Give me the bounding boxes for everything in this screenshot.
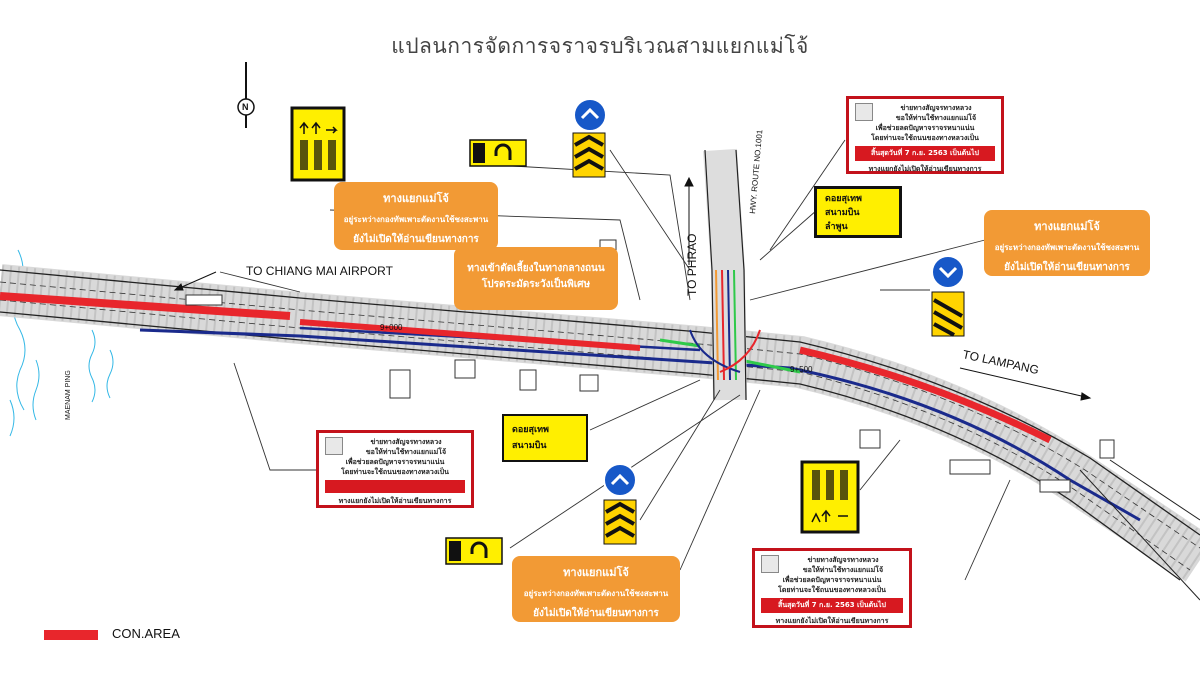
north-arrow: [237, 62, 255, 128]
page-title: แปลนการจัดการจราจรบริเวณสามแยกแม่โจ้: [391, 34, 809, 58]
sign-text: สนามบิน: [825, 208, 860, 218]
notice-text: เพื่อช่วยลดปัญหาจราจรหนาแน่น: [782, 576, 882, 584]
con-area-east: [799, 346, 1052, 444]
con-area-west: [0, 292, 291, 320]
notice-box-1: ข่ายทางสัญจรทางหลวง ขอให้ท่านใช้ทางแยกแม…: [846, 96, 1004, 174]
notice-text: ขอให้ท่านใช้ทางแยกแม่โจ้: [802, 566, 884, 574]
legend-swatch: [44, 630, 98, 640]
info-box-text: อยู่ระหว่างกองทัพเพาะตัดงานใช้ชงสะพาน: [523, 589, 669, 598]
label-phrao: TO PHRAO: [685, 234, 699, 296]
sign-text: ลำพูน: [825, 222, 848, 232]
notice-text: ขอให้ท่านใช้ทางแยกแม่โจ้: [365, 448, 447, 456]
notice-logo-icon: [325, 437, 343, 455]
notice-text: โดยท่านจะใช้ถนนของทางหลวงเป็น: [778, 586, 886, 594]
info-box-text: ยังไม่เปิดให้อ่านเขียนทางการ: [1004, 262, 1130, 273]
notice-footer: ทางแยกยังไม่เปิดให้อ่านเขียนทางการ: [868, 165, 982, 173]
label-lampang: TO LAMPANG: [961, 347, 1040, 377]
info-box-text: อยู่ระหว่างกองทัพเพาะตัดงานใช้ชงสะพาน: [343, 215, 489, 224]
direction-sign-vertical-1: [290, 106, 346, 182]
info-box-text: โปรดระมัดระวังเป็นพิเศษ: [481, 279, 591, 290]
info-box-heading: ทางแยกแม่โจ้: [563, 566, 629, 579]
phrao-road: [689, 148, 761, 401]
info-box-text: ยังไม่เปิดให้อ่านเขียนทางการ: [353, 234, 479, 245]
label-route: HWY. ROUTE NO.1001: [748, 129, 764, 214]
info-box-text: อยู่ระหว่างกองทัพเพาะตัดงานใช้ชงสะพาน: [994, 243, 1140, 252]
notice-footer: ทางแยกยังไม่เปิดให้อ่านเขียนทางการ: [338, 497, 452, 505]
info-box-4: ทางเข้าตัดเลี้ยงในทางกลางถนน โปรดระมัดระ…: [454, 247, 618, 310]
leader-lines: [219, 139, 1011, 581]
info-box-3: ทางแยกแม่โจ้ อยู่ระหว่างกองทัพเพาะตัดงาน…: [512, 556, 680, 622]
blue-lane-line: [139, 328, 1141, 522]
con-area-mid: [299, 319, 641, 351]
label-station-1: 9+000: [380, 323, 403, 332]
u-turn-sign-1: [469, 139, 527, 167]
keep-right-sign-3: [603, 463, 637, 545]
info-box-text: ยังไม่เปิดให้อ่านเขียนทางการ: [533, 608, 659, 619]
sign-text: สนามบิน: [512, 441, 547, 451]
main-road: [0, 264, 1200, 601]
notice-band: [325, 480, 465, 493]
direction-sign-2: ดอยสุเทพ สนามบิน: [502, 414, 588, 462]
notice-band: สิ้นสุดวันที่ 7 ก.ย. 2563 เป็นต้นไป: [855, 146, 995, 161]
notice-text: ขอให้ท่านใช้ทางแยกแม่โจ้: [895, 114, 977, 122]
notice-text: เพื่อช่วยลดปัญหาจราจรหนาแน่น: [345, 458, 445, 466]
notice-box-2: ข่ายทางสัญจรทางหลวง ขอให้ท่านใช้ทางแยกแม…: [316, 430, 474, 508]
sign-text: ดอยสุเทพ: [512, 425, 549, 435]
legend-label: CON.AREA: [112, 626, 180, 641]
keep-right-sign-2: [931, 255, 965, 337]
label-airport: TO CHIANG MAI AIRPORT: [246, 264, 394, 278]
info-box-heading: ทางแยกแม่โจ้: [383, 192, 449, 205]
direction-sign-1: ดอยสุเทพ สนามบิน ลำพูน: [814, 186, 902, 238]
notice-logo-icon: [761, 555, 779, 573]
info-box-1: ทางแยกแม่โจ้ อยู่ระหว่างกองทัพเพาะตัดงาน…: [334, 182, 498, 250]
notice-text: ข่ายทางสัญจรทางหลวง: [807, 556, 879, 564]
notice-text: โดยท่านจะใช้ถนนของทางหลวงเป็น: [871, 134, 979, 142]
notice-text: โดยท่านจะใช้ถนนของทางหลวงเป็น: [341, 468, 449, 476]
notice-box-3: ข่ายทางสัญจรทางหลวง ขอให้ท่านใช้ทางแยกแม…: [752, 548, 912, 628]
direction-sign-vertical-2: [800, 460, 860, 534]
info-box-2: ทางแยกแม่โจ้ อยู่ระหว่างกองทัพเพาะตัดงาน…: [984, 210, 1150, 276]
notice-text: เพื่อช่วยลดปัญหาจราจรหนาแน่น: [875, 124, 975, 132]
notice-logo-icon: [855, 103, 873, 121]
sign-text: ดอยสุเทพ: [825, 194, 862, 204]
label-river: MAENAM PING: [65, 370, 72, 420]
notice-band: สิ้นสุดวันที่ 7 ก.ย. 2563 เป็นต้นไป: [761, 598, 903, 613]
north-label: N: [242, 102, 249, 112]
info-box-text: ทางเข้าตัดเลี้ยงในทางกลางถนน: [467, 263, 605, 274]
notice-text: ข่ายทางสัญจรทางหลวง: [900, 104, 972, 112]
u-turn-sign-2: [445, 537, 503, 565]
notice-footer: ทางแยกยังไม่เปิดให้อ่านเขียนทางการ: [775, 617, 889, 625]
keep-right-sign-1: [572, 98, 607, 178]
label-station-2: 9+500: [790, 365, 813, 374]
direction-arrows: [173, 176, 1092, 401]
notice-text: ข่ายทางสัญจรทางหลวง: [370, 438, 442, 446]
info-box-heading: ทางแยกแม่โจ้: [1034, 220, 1100, 233]
